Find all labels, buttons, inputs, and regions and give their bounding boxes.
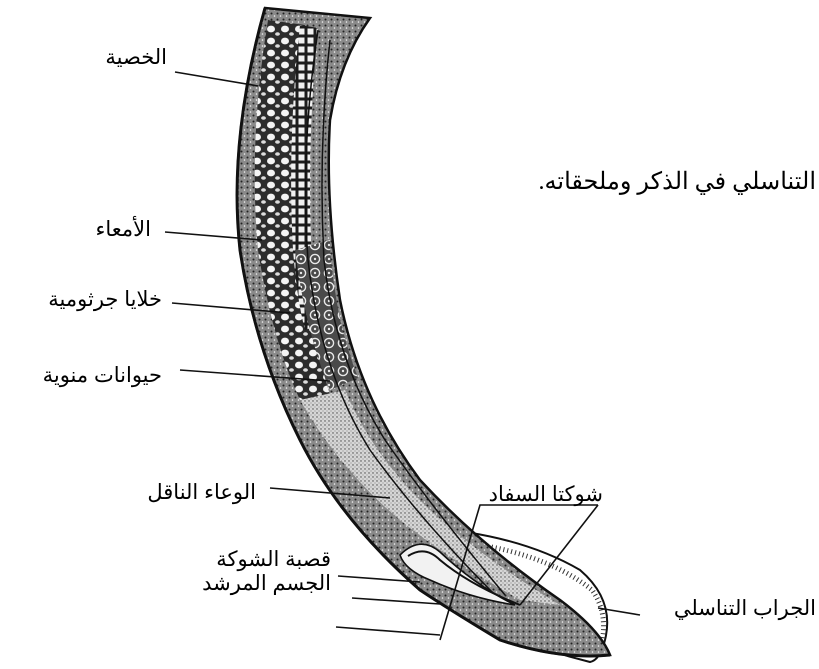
- label-vas-deferens: الوعاء الناقل: [147, 482, 256, 503]
- leader-testis: [175, 72, 258, 86]
- label-intestine: الأمعاء: [96, 219, 151, 240]
- leader-gubernaculum: [352, 598, 440, 604]
- label-gubernaculum: الجسم المرشد: [202, 573, 331, 594]
- label-sperm: حيوانات منوية: [43, 365, 162, 386]
- label-testis: الخصية: [105, 47, 167, 68]
- label-spicule-sheath: قصبة الشوكة: [216, 549, 331, 570]
- leader-extra: [336, 627, 440, 635]
- label-germ-cells: خلايا جرثومية: [48, 289, 162, 310]
- figure-caption: التناسلي في الذكر وملحقاته.: [539, 170, 816, 194]
- label-bursa: الجراب التناسلي: [674, 598, 816, 619]
- label-spicules: شوكتا السفاد: [489, 484, 603, 505]
